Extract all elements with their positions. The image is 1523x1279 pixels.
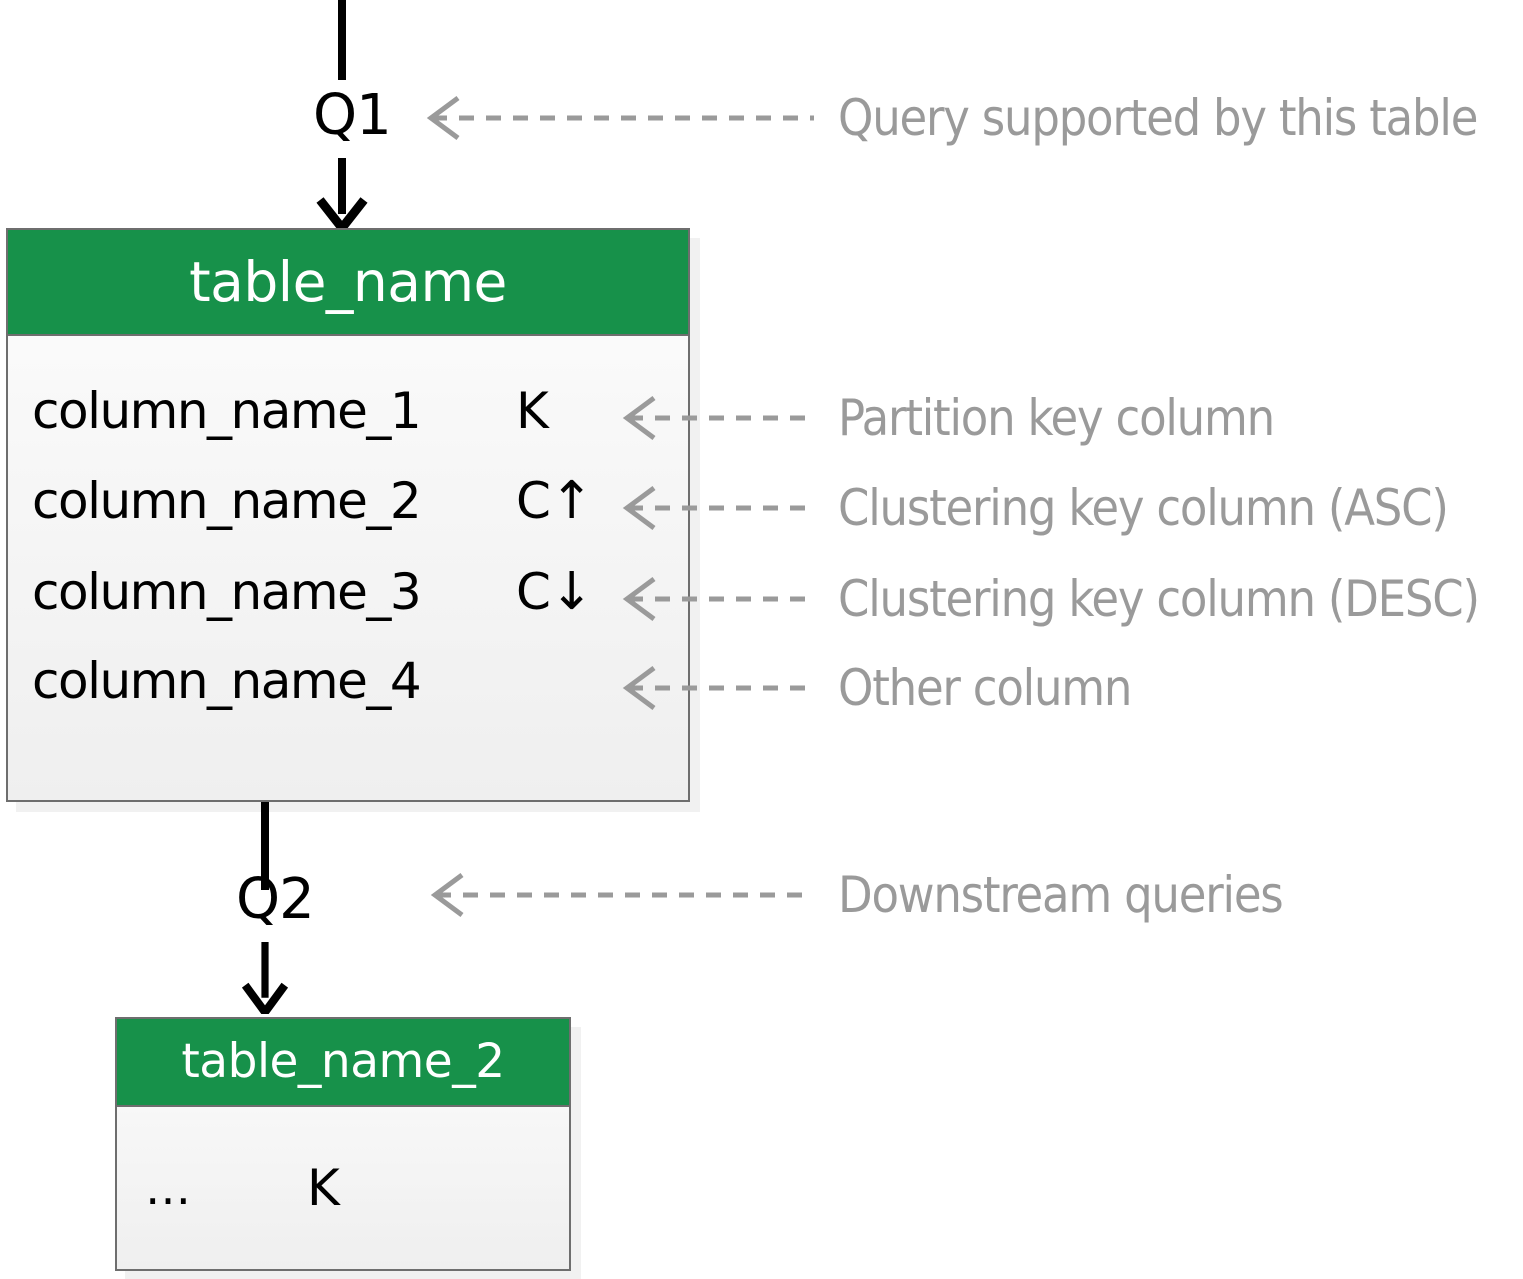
table-second-title: table_name_2: [117, 1019, 569, 1107]
q2-arrow-down: [241, 942, 289, 1014]
table-main-title: table_name: [8, 230, 688, 336]
table-row[interactable]: column_name_1 K: [8, 386, 688, 436]
column-key-marker: C↓: [516, 562, 594, 622]
table-row[interactable]: column_name_3 C↓: [8, 562, 688, 622]
annotation-query-supported: Query supported by this table: [838, 89, 1478, 147]
key-letter: K: [307, 1159, 340, 1217]
column-name: …: [145, 1161, 191, 1215]
annotation-arrow-partition-key: [622, 396, 810, 440]
annotation-clustering-desc: Clustering key column (DESC): [838, 570, 1480, 628]
table-row[interactable]: column_name_2 C↑: [8, 471, 688, 531]
annotation-arrow-query-supported: [426, 96, 814, 140]
annotation-arrow-clustering-asc: [622, 486, 810, 530]
column-name: column_name_2: [32, 472, 422, 530]
q1-arrow-down: [316, 158, 368, 230]
annotation-partition-key: Partition key column: [838, 389, 1275, 447]
key-letter: K: [516, 382, 549, 440]
q2-line-above: [261, 802, 269, 890]
column-name: column_name_3: [32, 563, 422, 621]
table-row[interactable]: … K: [117, 1161, 569, 1215]
table-row[interactable]: column_name_4: [8, 656, 688, 706]
key-letter: C: [516, 563, 551, 621]
table-card-main[interactable]: table_name column_name_1 K column_name_2…: [6, 228, 690, 802]
key-letter: C: [516, 472, 551, 530]
column-key-marker: K: [516, 386, 549, 436]
column-key-marker: K: [307, 1163, 340, 1213]
column-key-marker: C↑: [516, 471, 594, 531]
annotation-arrow-clustering-desc: [622, 577, 810, 621]
annotation-clustering-asc: Clustering key column (ASC): [838, 479, 1449, 537]
q1-label: Q1: [313, 83, 392, 148]
column-name: column_name_1: [32, 382, 422, 440]
sort-direction-icon: ↓: [549, 562, 594, 622]
q2-label: Q2: [236, 867, 315, 932]
table-second-body: … K: [117, 1107, 569, 1273]
annotation-arrow-other-column: [622, 666, 810, 710]
table-main-body: column_name_1 K column_name_2 C↑ column_…: [8, 336, 688, 800]
sort-direction-icon: ↑: [549, 471, 594, 531]
annotation-downstream-queries: Downstream queries: [838, 866, 1284, 924]
annotation-arrow-downstream-queries: [430, 873, 814, 917]
table-card-second[interactable]: table_name_2 … K: [115, 1017, 571, 1271]
q1-line-above: [338, 0, 346, 80]
column-name: column_name_4: [32, 652, 422, 710]
annotation-other-column: Other column: [838, 659, 1132, 717]
